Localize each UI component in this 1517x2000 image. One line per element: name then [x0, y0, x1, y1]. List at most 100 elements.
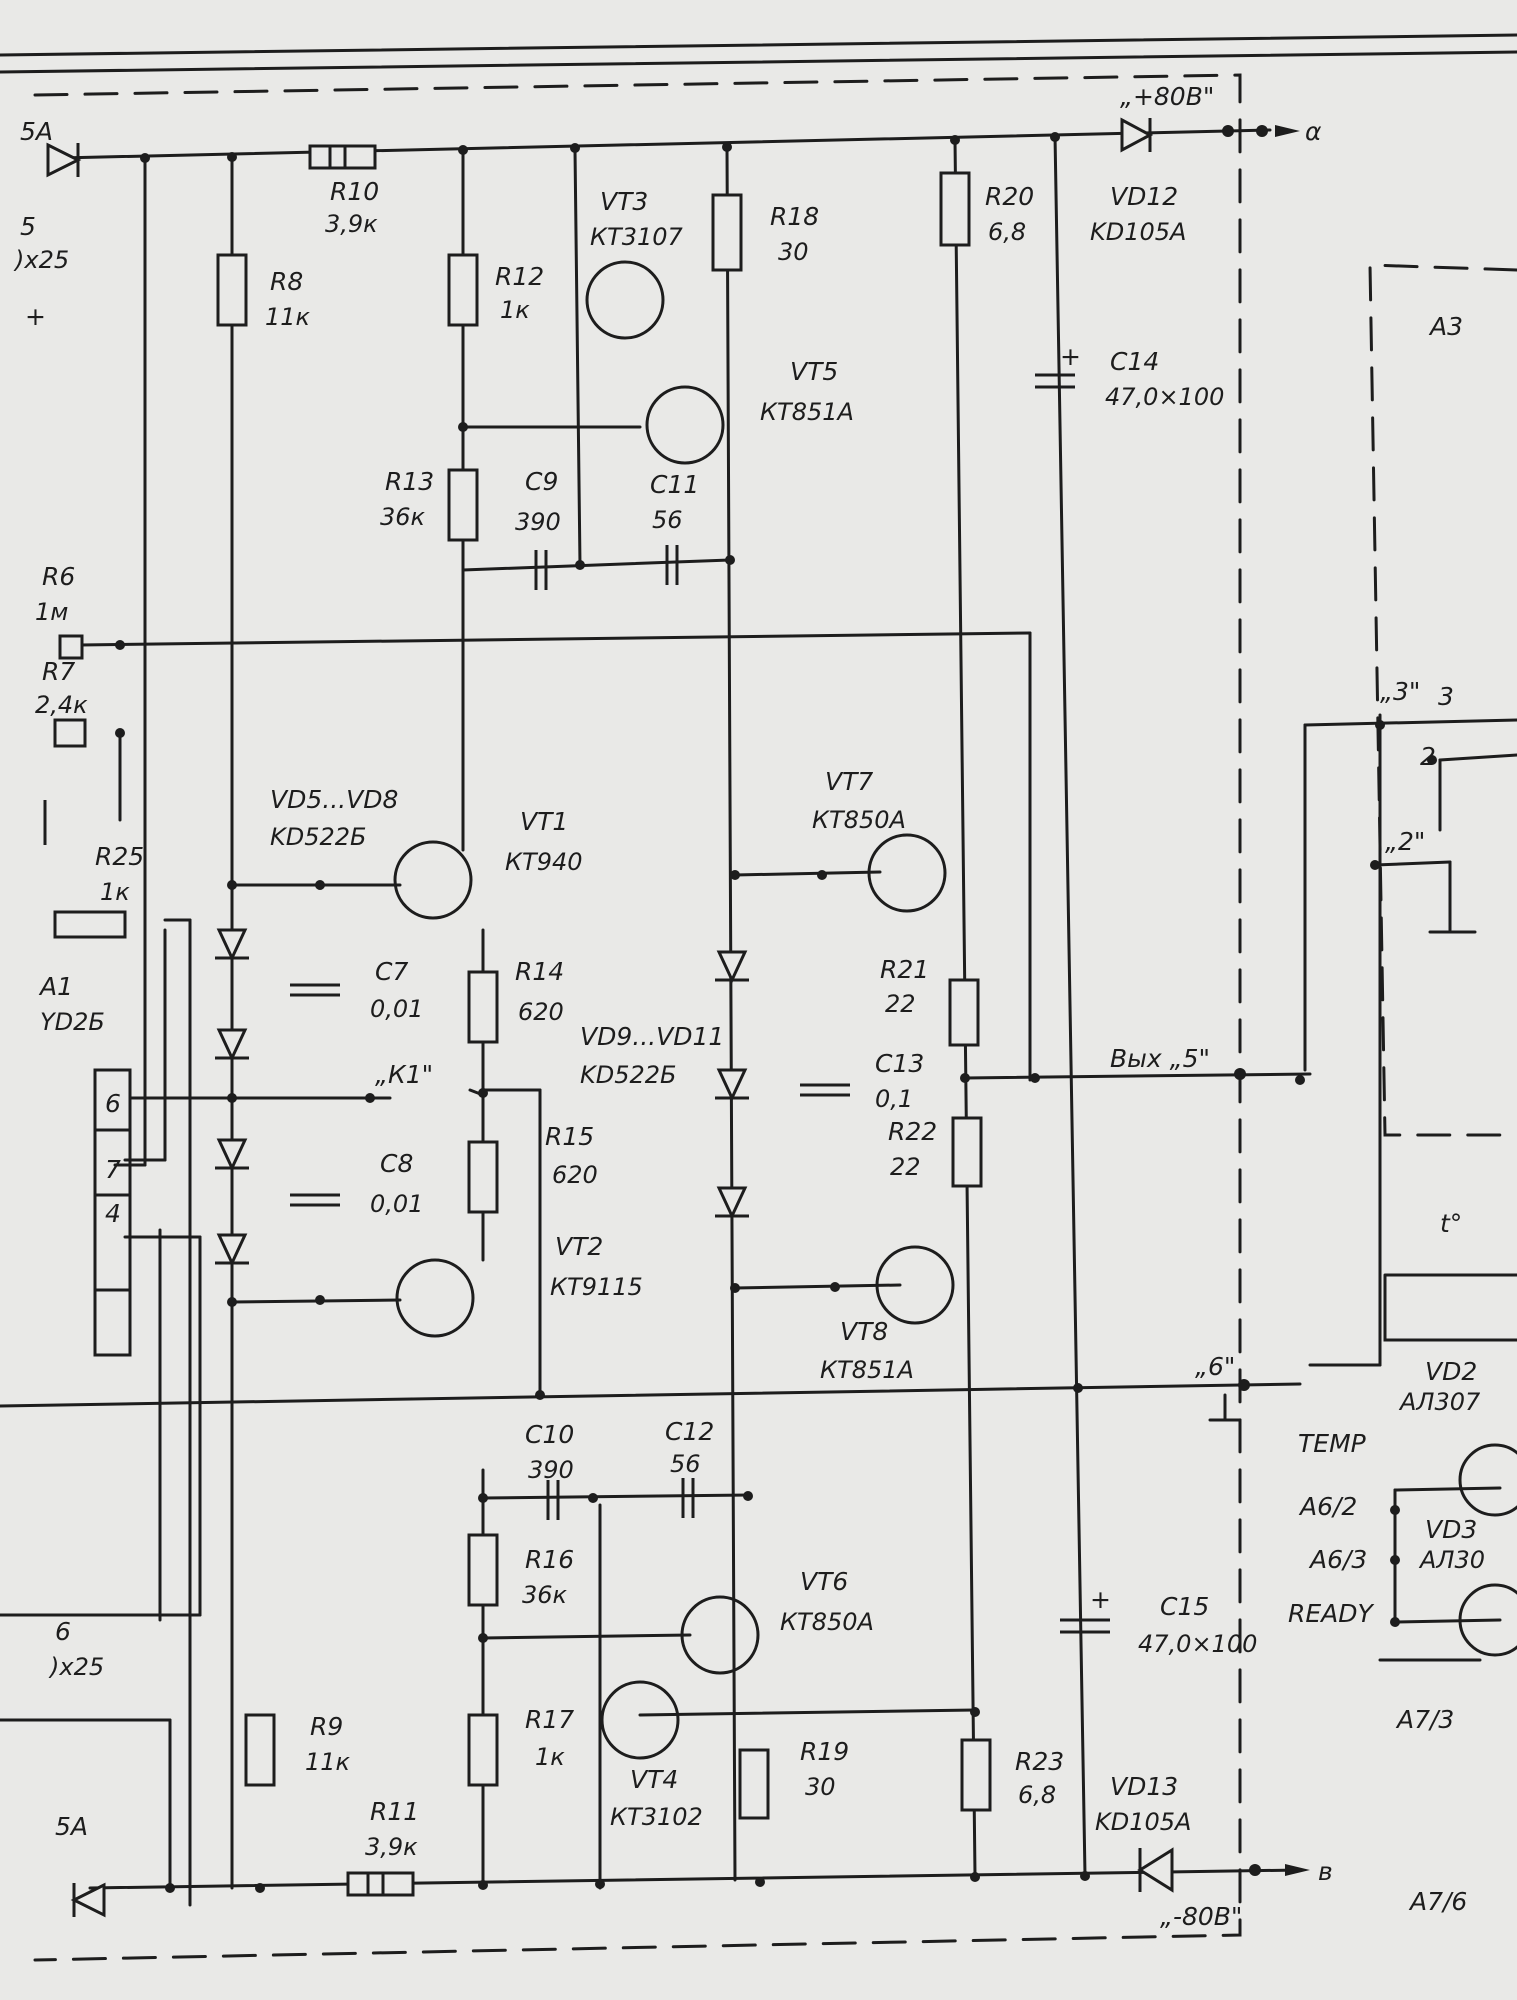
label-R6: R6 — [42, 562, 75, 591]
junction — [950, 135, 960, 145]
a3-frame — [1368, 263, 1517, 1137]
terminal — [1222, 125, 1234, 137]
label-C14: C14 — [1110, 347, 1159, 376]
diode-VD8 — [216, 1233, 248, 1267]
label-VD9-VD11: VD9...VD11 — [580, 1022, 724, 1051]
label-pin7: 7 — [105, 1155, 121, 1184]
junction — [588, 1493, 598, 1503]
type-VD9-VD11: KD522Б — [580, 1061, 677, 1089]
label-VT6: VT6 — [800, 1567, 848, 1596]
value-R16: 36к — [522, 1581, 568, 1609]
thermal-switch — [1383, 1273, 1517, 1342]
value-C11: 56 — [652, 506, 683, 534]
junction — [1080, 1871, 1090, 1881]
wire — [78, 631, 1032, 647]
transistor-VT2 — [395, 1258, 475, 1338]
junction — [575, 560, 585, 570]
junction — [570, 143, 580, 153]
type-VD3: АЛ30 — [1418, 1546, 1485, 1574]
diode-top-left — [46, 142, 82, 178]
value-R19: 30 — [805, 1773, 836, 1801]
label-TEMP: TEMP — [1298, 1429, 1367, 1458]
junction — [1375, 720, 1385, 730]
junction — [830, 1282, 840, 1292]
resistor-R10 — [308, 144, 377, 170]
type-VT1: КТ940 — [505, 848, 583, 876]
diode-VD5 — [216, 928, 248, 962]
junction — [817, 870, 827, 880]
resistor-R20 — [939, 171, 971, 247]
value-R10: 3,9к — [325, 210, 378, 238]
junction — [315, 1295, 325, 1305]
type-VT7: КТ850А — [812, 806, 906, 834]
label-pin2: 2 — [1420, 742, 1436, 771]
value-R21: 22 — [885, 990, 916, 1018]
label-VD13: VD13 — [1110, 1772, 1178, 1801]
diode-VD13 — [1137, 1847, 1174, 1893]
label-plus-C14: + — [1060, 342, 1081, 371]
label-C10: C10 — [525, 1420, 574, 1449]
value-C13: 0,1 — [875, 1085, 913, 1113]
terminal-6 — [1238, 1379, 1250, 1391]
arrow-alpha — [1275, 125, 1300, 137]
label-C9: C9 — [525, 467, 558, 496]
junction — [1050, 132, 1060, 142]
label-alpha: α — [1305, 117, 1322, 146]
terminal-K1 — [365, 1093, 375, 1103]
value-C10: 390 — [528, 1456, 574, 1484]
label-R9: R9 — [310, 1712, 343, 1741]
label-VT3: VT3 — [600, 187, 648, 216]
terminal — [1249, 1864, 1261, 1876]
resistor-R12 — [447, 253, 479, 327]
type-VD12: KD105A — [1090, 218, 1186, 246]
junction — [743, 1491, 753, 1501]
label-node6q: „6" — [1195, 1352, 1235, 1381]
type-VT8: КТ851А — [820, 1356, 914, 1384]
label-pin4: 4 — [105, 1199, 121, 1228]
label-VT8: VT8 — [840, 1317, 888, 1346]
label-R25: R25 — [95, 842, 144, 871]
junction — [595, 1879, 605, 1889]
value-R15: 620 — [552, 1161, 598, 1189]
junction — [970, 1872, 980, 1882]
top-border-line — [0, 50, 1517, 74]
type-VD5-VD8: KD522Б — [270, 823, 367, 851]
terminal-out5 — [1234, 1068, 1246, 1080]
node6-line — [0, 1382, 1302, 1408]
label-R14: R14 — [515, 957, 564, 986]
value-C15: 47,0×100 — [1138, 1630, 1257, 1658]
value-R12: 1к — [500, 296, 530, 324]
led-VD3 — [1458, 1583, 1517, 1657]
junction — [1295, 1075, 1305, 1085]
label-R17: R17 — [525, 1705, 574, 1734]
label-C11: C11 — [650, 470, 699, 499]
resistor-R13 — [447, 468, 479, 542]
junction — [722, 142, 732, 152]
diode-VD9 — [716, 950, 748, 984]
resistor-R17 — [467, 1713, 499, 1787]
junction — [1073, 1383, 1083, 1393]
label-A7-6: А7/6 — [1408, 1887, 1467, 1916]
label-R7: R7 — [42, 657, 75, 686]
junction — [478, 1880, 488, 1890]
label-A7-3: А7/3 — [1395, 1705, 1454, 1734]
wire — [1053, 133, 1087, 1877]
resistor-R7 — [53, 718, 87, 748]
label-C8: C8 — [380, 1149, 413, 1178]
value-R18: 30 — [778, 238, 809, 266]
junction — [1030, 1073, 1040, 1083]
junction — [458, 422, 468, 432]
value-R14: 620 — [518, 998, 564, 1026]
wire — [1438, 753, 1517, 762]
label-R8: R8 — [270, 267, 303, 296]
label-fuse-top: 5A — [20, 117, 53, 146]
label-R16: R16 — [525, 1545, 574, 1574]
resistor-R16 — [467, 1533, 499, 1607]
resistor-R14 — [467, 970, 499, 1044]
diode-bottom-left — [70, 1882, 106, 1918]
label-C15: C15 — [1160, 1592, 1209, 1621]
resistor-R15 — [467, 1140, 499, 1214]
label-plus80: „+80В" — [1120, 82, 1214, 111]
junction — [478, 1493, 488, 1503]
